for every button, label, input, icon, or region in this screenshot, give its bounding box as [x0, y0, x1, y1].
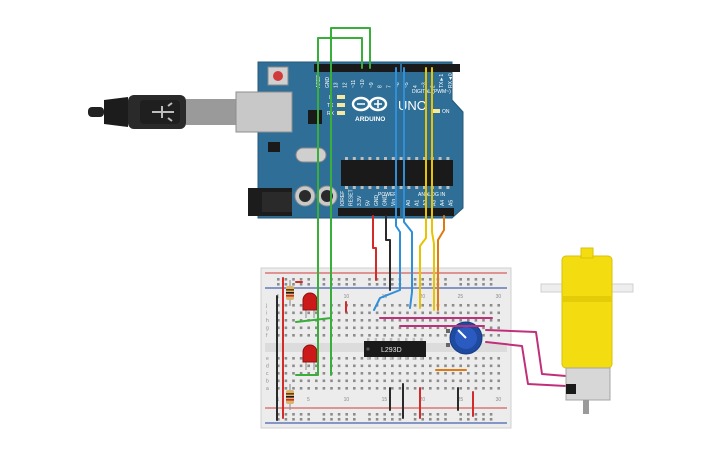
wire-gnd — [385, 215, 391, 291]
model-label: UNO — [398, 98, 427, 113]
digital-pin-label: 7 — [386, 85, 392, 88]
power-pin-label: IOREF — [340, 191, 346, 206]
led-2 — [302, 344, 318, 370]
power-pin-label: GND — [383, 195, 389, 207]
digital-pin-label: ~11 — [351, 80, 357, 88]
digital-header-high — [314, 64, 400, 72]
digital-pin-label: RX◄0 — [448, 73, 454, 88]
row-letter: e — [266, 356, 269, 362]
analog-pin-label: A4 — [440, 200, 446, 206]
wire-yellow-2 — [431, 67, 435, 311]
row-letter: j — [265, 303, 267, 309]
digital-pin-label: ~3 — [422, 82, 428, 88]
analog-pin-label: A1 — [415, 200, 421, 206]
analog-pin-label: A0 — [406, 200, 412, 206]
l-led — [337, 95, 345, 99]
digital-pin-label: 13 — [334, 82, 340, 88]
row-letter: a — [266, 386, 269, 392]
digital-pin-label: ~9 — [369, 82, 375, 88]
usb-port — [235, 91, 293, 133]
usb-symbol-icon — [152, 102, 174, 122]
power-header-label: POWER — [378, 192, 397, 198]
power-pin-label: 5V — [366, 199, 372, 206]
icsp-header — [308, 110, 322, 124]
brand-label: ARDUINO — [355, 116, 385, 123]
digital-pin-label: TX►1 — [439, 74, 445, 88]
row-letter: h — [266, 318, 269, 324]
resistor-1 — [286, 280, 294, 306]
on-led-label: ON — [442, 109, 450, 115]
potentiometer — [446, 321, 483, 355]
digital-pin-label: 8 — [378, 85, 384, 88]
wire-green-led2 — [295, 37, 363, 376]
column-number: 5 — [307, 397, 310, 403]
column-number: 30 — [496, 397, 502, 403]
row-letter: g — [266, 326, 269, 332]
row-letter: b — [266, 379, 269, 385]
wire-motor-1 — [485, 329, 567, 377]
column-number: 30 — [496, 294, 502, 300]
digital-pin-label: ~10 — [360, 79, 366, 88]
row-letter: f — [266, 333, 268, 339]
digital-pin-label: 2 — [430, 85, 436, 88]
row-letter: c — [266, 371, 269, 377]
row-letter: d — [266, 364, 269, 370]
column-number: 25 — [458, 397, 464, 403]
resistor-2 — [286, 384, 294, 410]
dc-motor — [540, 247, 634, 414]
column-number: 1 — [277, 397, 280, 403]
arduino-logo-icon — [351, 96, 388, 112]
column-number: 15 — [382, 397, 388, 403]
wire-yellow-1 — [419, 67, 427, 309]
chip-label: L293D — [381, 347, 402, 354]
column-number: 20 — [420, 294, 426, 300]
digital-pin-label: 4 — [413, 85, 419, 88]
rx-led — [337, 111, 345, 115]
power-pin-label: Vin — [391, 199, 397, 206]
on-led — [432, 109, 440, 113]
digital-pin-label: ~6 — [395, 82, 401, 88]
row-letter: i — [266, 311, 267, 317]
led-1 — [302, 292, 318, 318]
wire-green-led1 — [295, 27, 371, 323]
wire-motor-2 — [485, 341, 567, 387]
crystal — [295, 147, 327, 163]
wire-orange-a5 — [437, 215, 445, 311]
power-header — [338, 208, 400, 216]
wire-blue-2 — [403, 67, 413, 309]
column-number: 20 — [420, 397, 426, 403]
analog-pin-label: A5 — [449, 200, 455, 206]
power-pin-label: 3.3V — [357, 195, 363, 206]
analog-pin-label: A3 — [432, 200, 438, 206]
column-number: 1 — [277, 294, 280, 300]
power-pin-label: GND — [374, 195, 380, 207]
power-pin-label: RESET — [349, 189, 355, 206]
column-number: 25 — [458, 294, 464, 300]
digital-pin-label: ~5 — [404, 82, 410, 88]
column-number: 10 — [344, 294, 350, 300]
column-number: 10 — [344, 397, 350, 403]
digital-pin-label: GND — [325, 77, 331, 89]
tx-led — [337, 103, 345, 107]
wire-blue-1 — [373, 67, 401, 311]
l293d-chip: L293D — [364, 338, 426, 360]
digital-pin-label: 12 — [342, 82, 348, 88]
analog-header — [404, 208, 454, 216]
wire-5v — [372, 215, 377, 281]
